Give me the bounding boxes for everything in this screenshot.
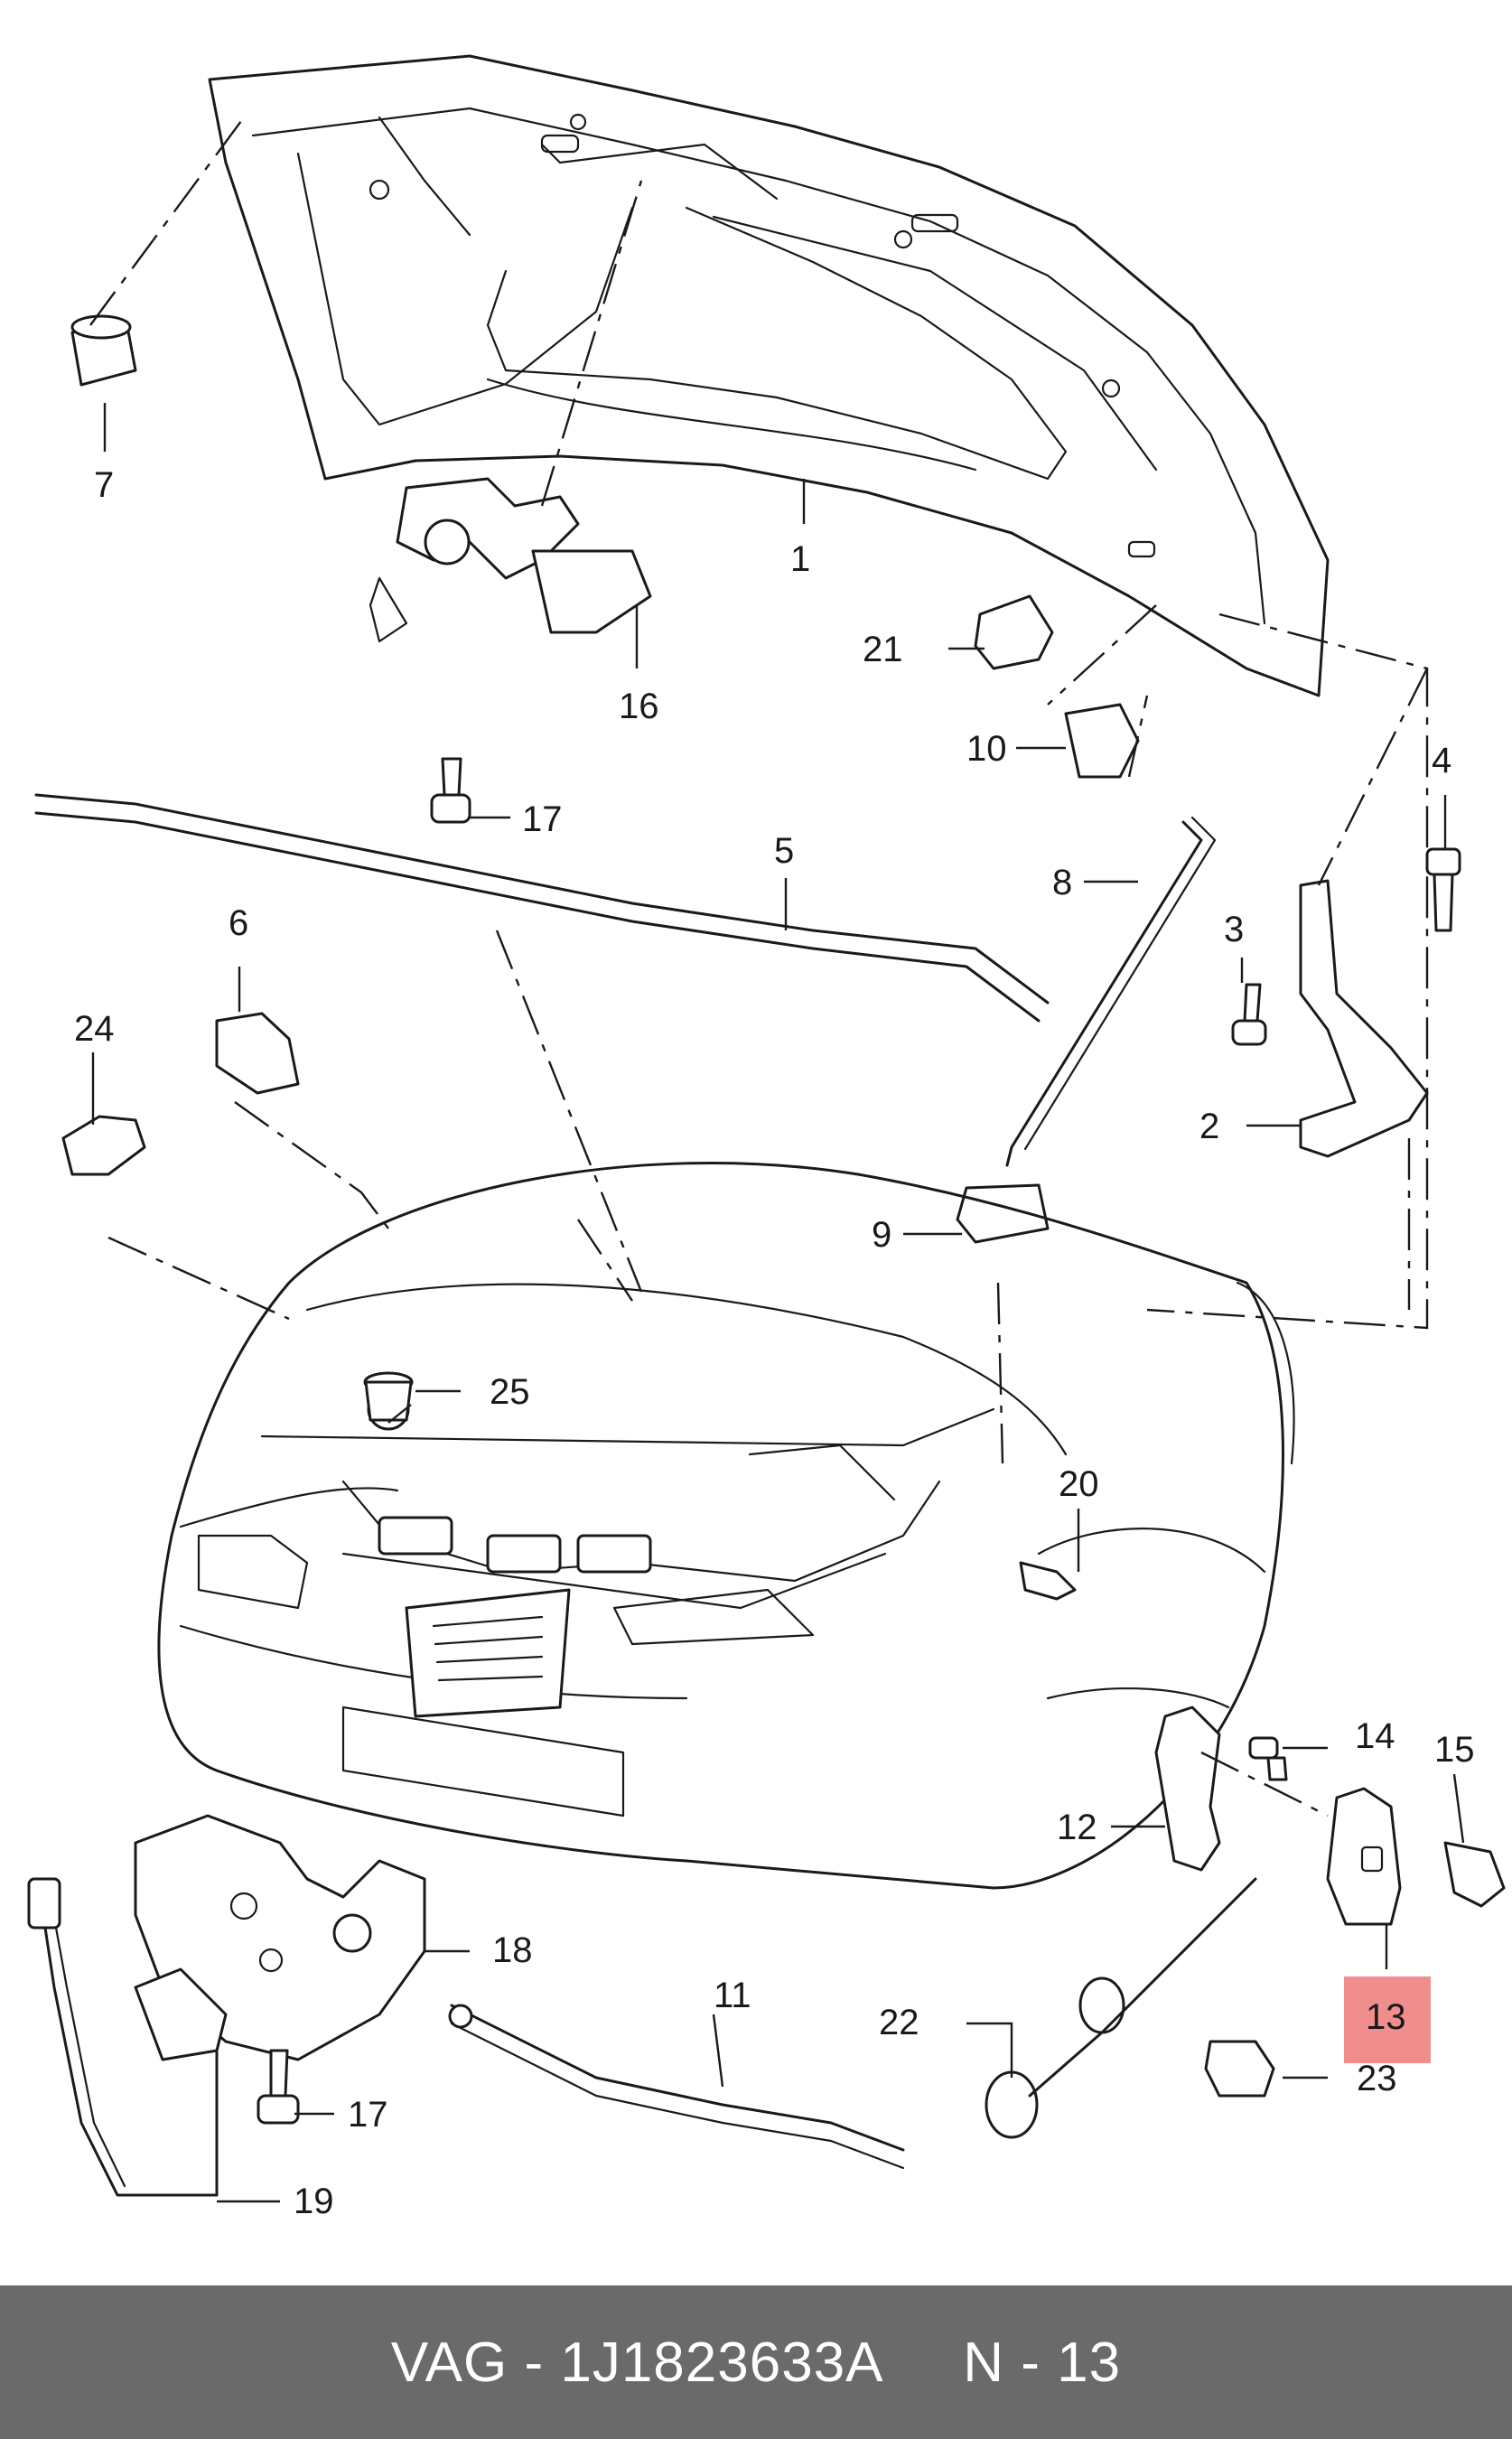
callout-10: 10 (966, 729, 1007, 769)
callout-15: 15 (1434, 1730, 1475, 1770)
callout-20: 20 (1059, 1464, 1099, 1504)
callout-3: 3 (1224, 910, 1244, 949)
grommet-part-22 (985, 1877, 1257, 2139)
callout-13-highlight (1344, 1976, 1431, 2063)
callout-17a: 17 (522, 799, 563, 839)
screw-part-14 (1248, 1736, 1288, 1781)
callout-14: 14 (1355, 1716, 1395, 1756)
assembly-lines (89, 117, 1429, 1818)
footer-part-label: VAG - 1J1823633A N - 13 (390, 2331, 1122, 2394)
clip-part-24 (61, 1115, 146, 1176)
callout-16: 16 (619, 687, 659, 726)
bolt-part-17-lower (257, 2049, 300, 2125)
release-cable-part-11 (448, 2004, 905, 2170)
callout-24: 24 (74, 1009, 115, 1049)
callout-23: 23 (1357, 2059, 1397, 2098)
clip-part-21 (974, 594, 1054, 670)
bolt-part-3 (1231, 983, 1267, 1046)
bracket-part-13 (1326, 1787, 1402, 1926)
release-handle-part-12 (1154, 1705, 1221, 1872)
clip-part-15 (1443, 1841, 1506, 1908)
hinge-part-2 (1299, 879, 1429, 1158)
callout-19: 19 (294, 2182, 334, 2221)
callout-22: 22 (879, 2003, 919, 2042)
callout-9: 9 (872, 1215, 891, 1255)
callout-4: 4 (1432, 741, 1451, 780)
prop-rod-part-8 (1005, 816, 1217, 1167)
screw-part-20 (1019, 1561, 1077, 1601)
bump-stop-part-7 (70, 314, 137, 387)
exploded-parts-diagram: 1 2 3 4 5 6 7 8 9 10 11 12 13 14 15 16 1… (27, 54, 1506, 2221)
rubber-stop-part-25 (363, 1371, 414, 1422)
clip-part-6 (215, 1012, 300, 1095)
leader-lines (91, 403, 1465, 2203)
callout-11: 11 (714, 1976, 751, 2015)
callout-8: 8 (1052, 863, 1072, 902)
callout-6: 6 (229, 903, 248, 943)
callout-2: 2 (1199, 1107, 1219, 1146)
callout-5: 5 (774, 831, 794, 871)
callout-13: 13 (1366, 1997, 1406, 2037)
hood-latch-part-16 (369, 477, 652, 643)
hood-panel (208, 54, 1330, 697)
callout-labels: 1 2 3 4 5 6 7 8 9 10 11 12 13 14 15 16 1… (74, 465, 1475, 2221)
bolt-part-4 (1425, 847, 1461, 932)
callout-1: 1 (790, 539, 810, 579)
callout-21: 21 (863, 630, 903, 669)
callout-12: 12 (1057, 1808, 1097, 1847)
callout-17b: 17 (348, 2095, 388, 2135)
clip-part-23 (1204, 2040, 1275, 2098)
seal-strip-part-5 (34, 793, 1050, 1023)
callout-7: 7 (94, 465, 114, 505)
bolt-part-17-upper (430, 757, 471, 824)
grommet-part-10 (1064, 703, 1140, 779)
callout-18: 18 (492, 1930, 533, 1970)
car-front-body (157, 1161, 1295, 1890)
switch-cable-part-19 (27, 1877, 228, 2197)
callout-25: 25 (490, 1372, 530, 1412)
part-number-footer: VAG - 1J1823633A N - 13 (0, 2285, 1512, 2439)
